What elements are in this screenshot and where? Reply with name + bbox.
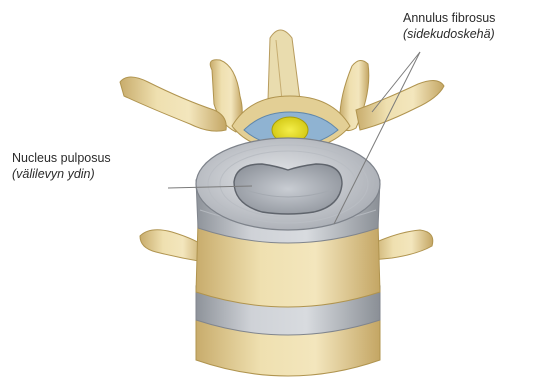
nucleus-pulposus-name: Nucleus pulposus: [12, 150, 111, 166]
spinous-process: [268, 30, 300, 106]
annulus-fibrosus-translation: (sidekudoskehä): [403, 26, 495, 42]
annulus-fibrosus-label: Annulus fibrosus (sidekudoskehä): [403, 10, 495, 42]
left-lower-transverse-process: [140, 230, 206, 262]
left-transverse-process: [120, 77, 226, 131]
right-transverse-process: [356, 80, 444, 130]
nucleus-pulposus-translation: (välilevyn ydin): [12, 166, 111, 182]
annulus-fibrosus-name: Annulus fibrosus: [403, 10, 495, 26]
right-lower-transverse-process: [372, 230, 433, 260]
nucleus-pulposus-label: Nucleus pulposus (välilevyn ydin): [12, 150, 111, 182]
nucleus-pulposus-shape: [234, 164, 342, 214]
